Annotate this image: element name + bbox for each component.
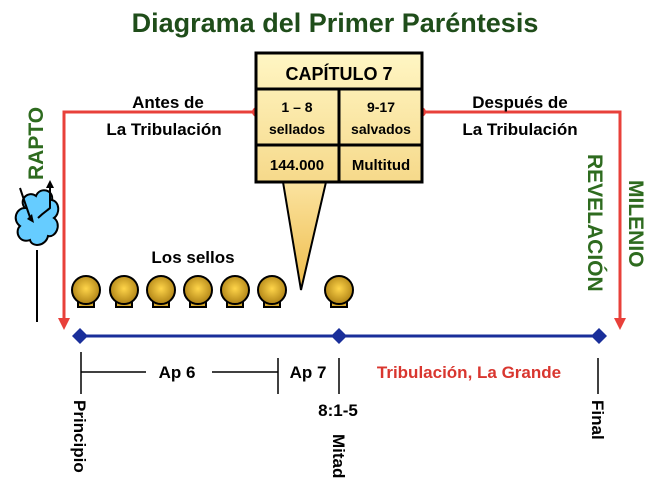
middle-diamond — [331, 328, 347, 344]
after-label-line2: La Tribulación — [462, 120, 577, 139]
start-label: Principio — [70, 400, 89, 473]
revelation-label: REVELACIÓN — [583, 154, 607, 292]
seal-icon — [220, 275, 250, 308]
before-label-line2: La Tribulación — [106, 120, 221, 139]
cloud-icon — [14, 180, 60, 322]
ap7-label: Ap 7 — [290, 363, 327, 382]
seal-icon — [324, 275, 354, 308]
saved-label: salvados — [351, 121, 411, 137]
pointer-triangle — [281, 181, 328, 291]
seal-icon — [257, 275, 287, 308]
saved-range: 9-17 — [367, 99, 395, 115]
seal-icon — [71, 275, 101, 308]
count-144000: 144.000 — [270, 157, 324, 174]
middle-label: Mitad — [329, 434, 348, 478]
seal-icon — [183, 275, 213, 308]
millennium-label: MILENIO — [624, 180, 647, 268]
before-label-line1: Antes de — [132, 93, 204, 112]
ap6-label: Ap 6 — [159, 363, 196, 382]
after-label-line1: Después de — [472, 93, 567, 112]
rapture-label: RAPTO — [25, 107, 48, 180]
sealed-range: 1 – 8 — [281, 99, 312, 115]
end-label: Final — [588, 400, 607, 440]
middle-ref-label: 8:1-5 — [318, 401, 358, 420]
great-tribulation-label: Tribulación, La Grande — [377, 363, 561, 382]
chapter-header: CAPÍTULO 7 — [285, 63, 392, 84]
multitude: Multitud — [352, 157, 410, 174]
end-diamond — [591, 328, 607, 344]
seals-group — [71, 275, 354, 308]
page-title: Diagrama del Primer Paréntesis — [132, 8, 539, 38]
chapter-box: CAPÍTULO 7 1 – 8 sellados 9-17 salvados … — [254, 51, 424, 291]
seals-label: Los sellos — [151, 248, 234, 267]
sealed-label: sellados — [269, 121, 325, 137]
seal-icon — [146, 275, 176, 308]
timeline — [72, 328, 607, 394]
start-diamond — [72, 328, 88, 344]
seal-icon — [109, 275, 139, 308]
